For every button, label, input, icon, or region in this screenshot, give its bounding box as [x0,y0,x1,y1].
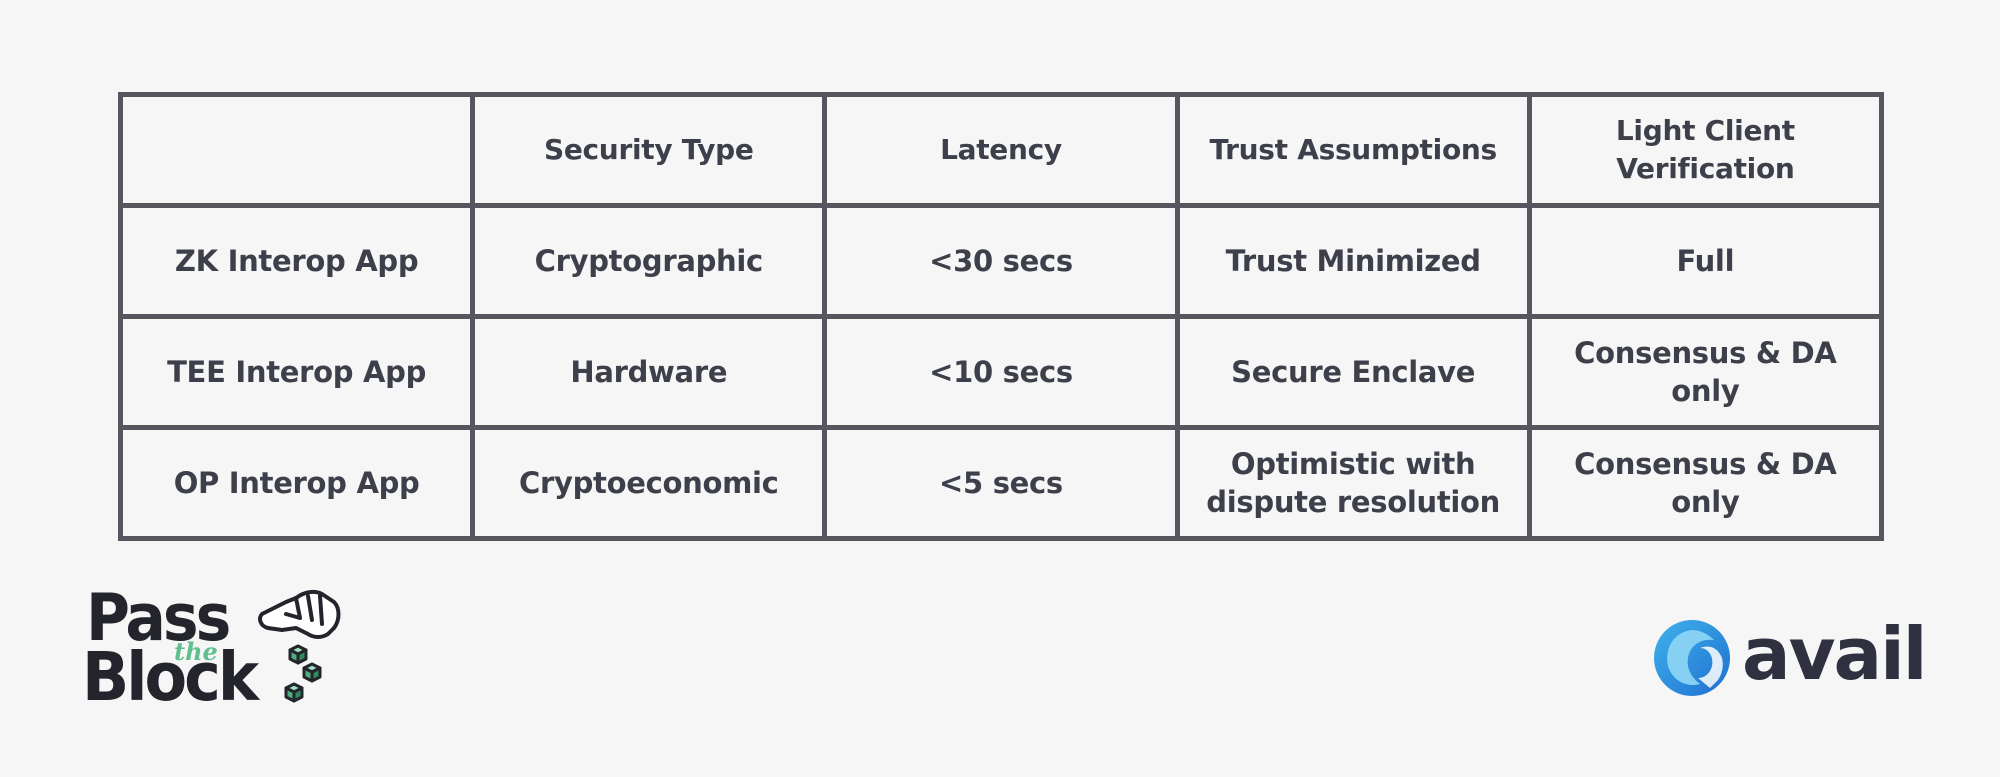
header-cell-security-type: Security Type [470,92,828,208]
trust-assumptions-cell: Trust Minimized [1174,203,1532,319]
table-header-row: Security Type Latency Trust Assumptions … [117,92,1885,208]
hand-dropping-blocks-icon [258,589,341,639]
trust-assumptions-cell: Secure Enclave [1174,314,1532,430]
header-cell-trust-assumptions: Trust Assumptions [1174,92,1532,208]
avail-logo-icon [1654,620,1730,696]
logo-word-block: Block [82,637,259,717]
latency-cell: <30 secs [822,203,1180,319]
header-cell-empty [117,92,476,208]
security-type-cell: Cryptoeconomic [470,425,828,541]
light-client-verification-cell: Consensus & DA only [1526,425,1885,541]
table-row: TEE Interop App Hardware <10 secs Secure… [117,314,1885,430]
table-row: OP Interop App Cryptoeconomic <5 secs Op… [117,425,1885,541]
light-client-verification-cell: Consensus & DA only [1526,314,1885,430]
latency-cell: <5 secs [822,425,1180,541]
row-label-cell: ZK Interop App [117,203,476,319]
pass-the-block-logo: Pass Block the [82,584,344,710]
falling-cubes-icon [284,644,322,703]
row-label-cell: OP Interop App [117,425,476,541]
comparison-table: Security Type Latency Trust Assumptions … [117,92,1885,541]
latency-cell: <10 secs [822,314,1180,430]
row-label-cell: TEE Interop App [117,314,476,430]
table-row: ZK Interop App Cryptographic <30 secs Tr… [117,203,1885,319]
avail-wordmark: avail [1742,612,1927,696]
security-type-cell: Cryptographic [470,203,828,319]
header-cell-light-client-verification: Light Client Verification [1526,92,1885,208]
light-client-verification-cell: Full [1526,203,1885,319]
avail-logo: avail [1652,614,1927,704]
header-cell-latency: Latency [822,92,1180,208]
security-type-cell: Hardware [470,314,828,430]
logo-word-the: the [174,637,218,666]
logo-word-pass: Pass [86,580,231,657]
trust-assumptions-cell: Optimistic with dispute resolution [1174,425,1532,541]
